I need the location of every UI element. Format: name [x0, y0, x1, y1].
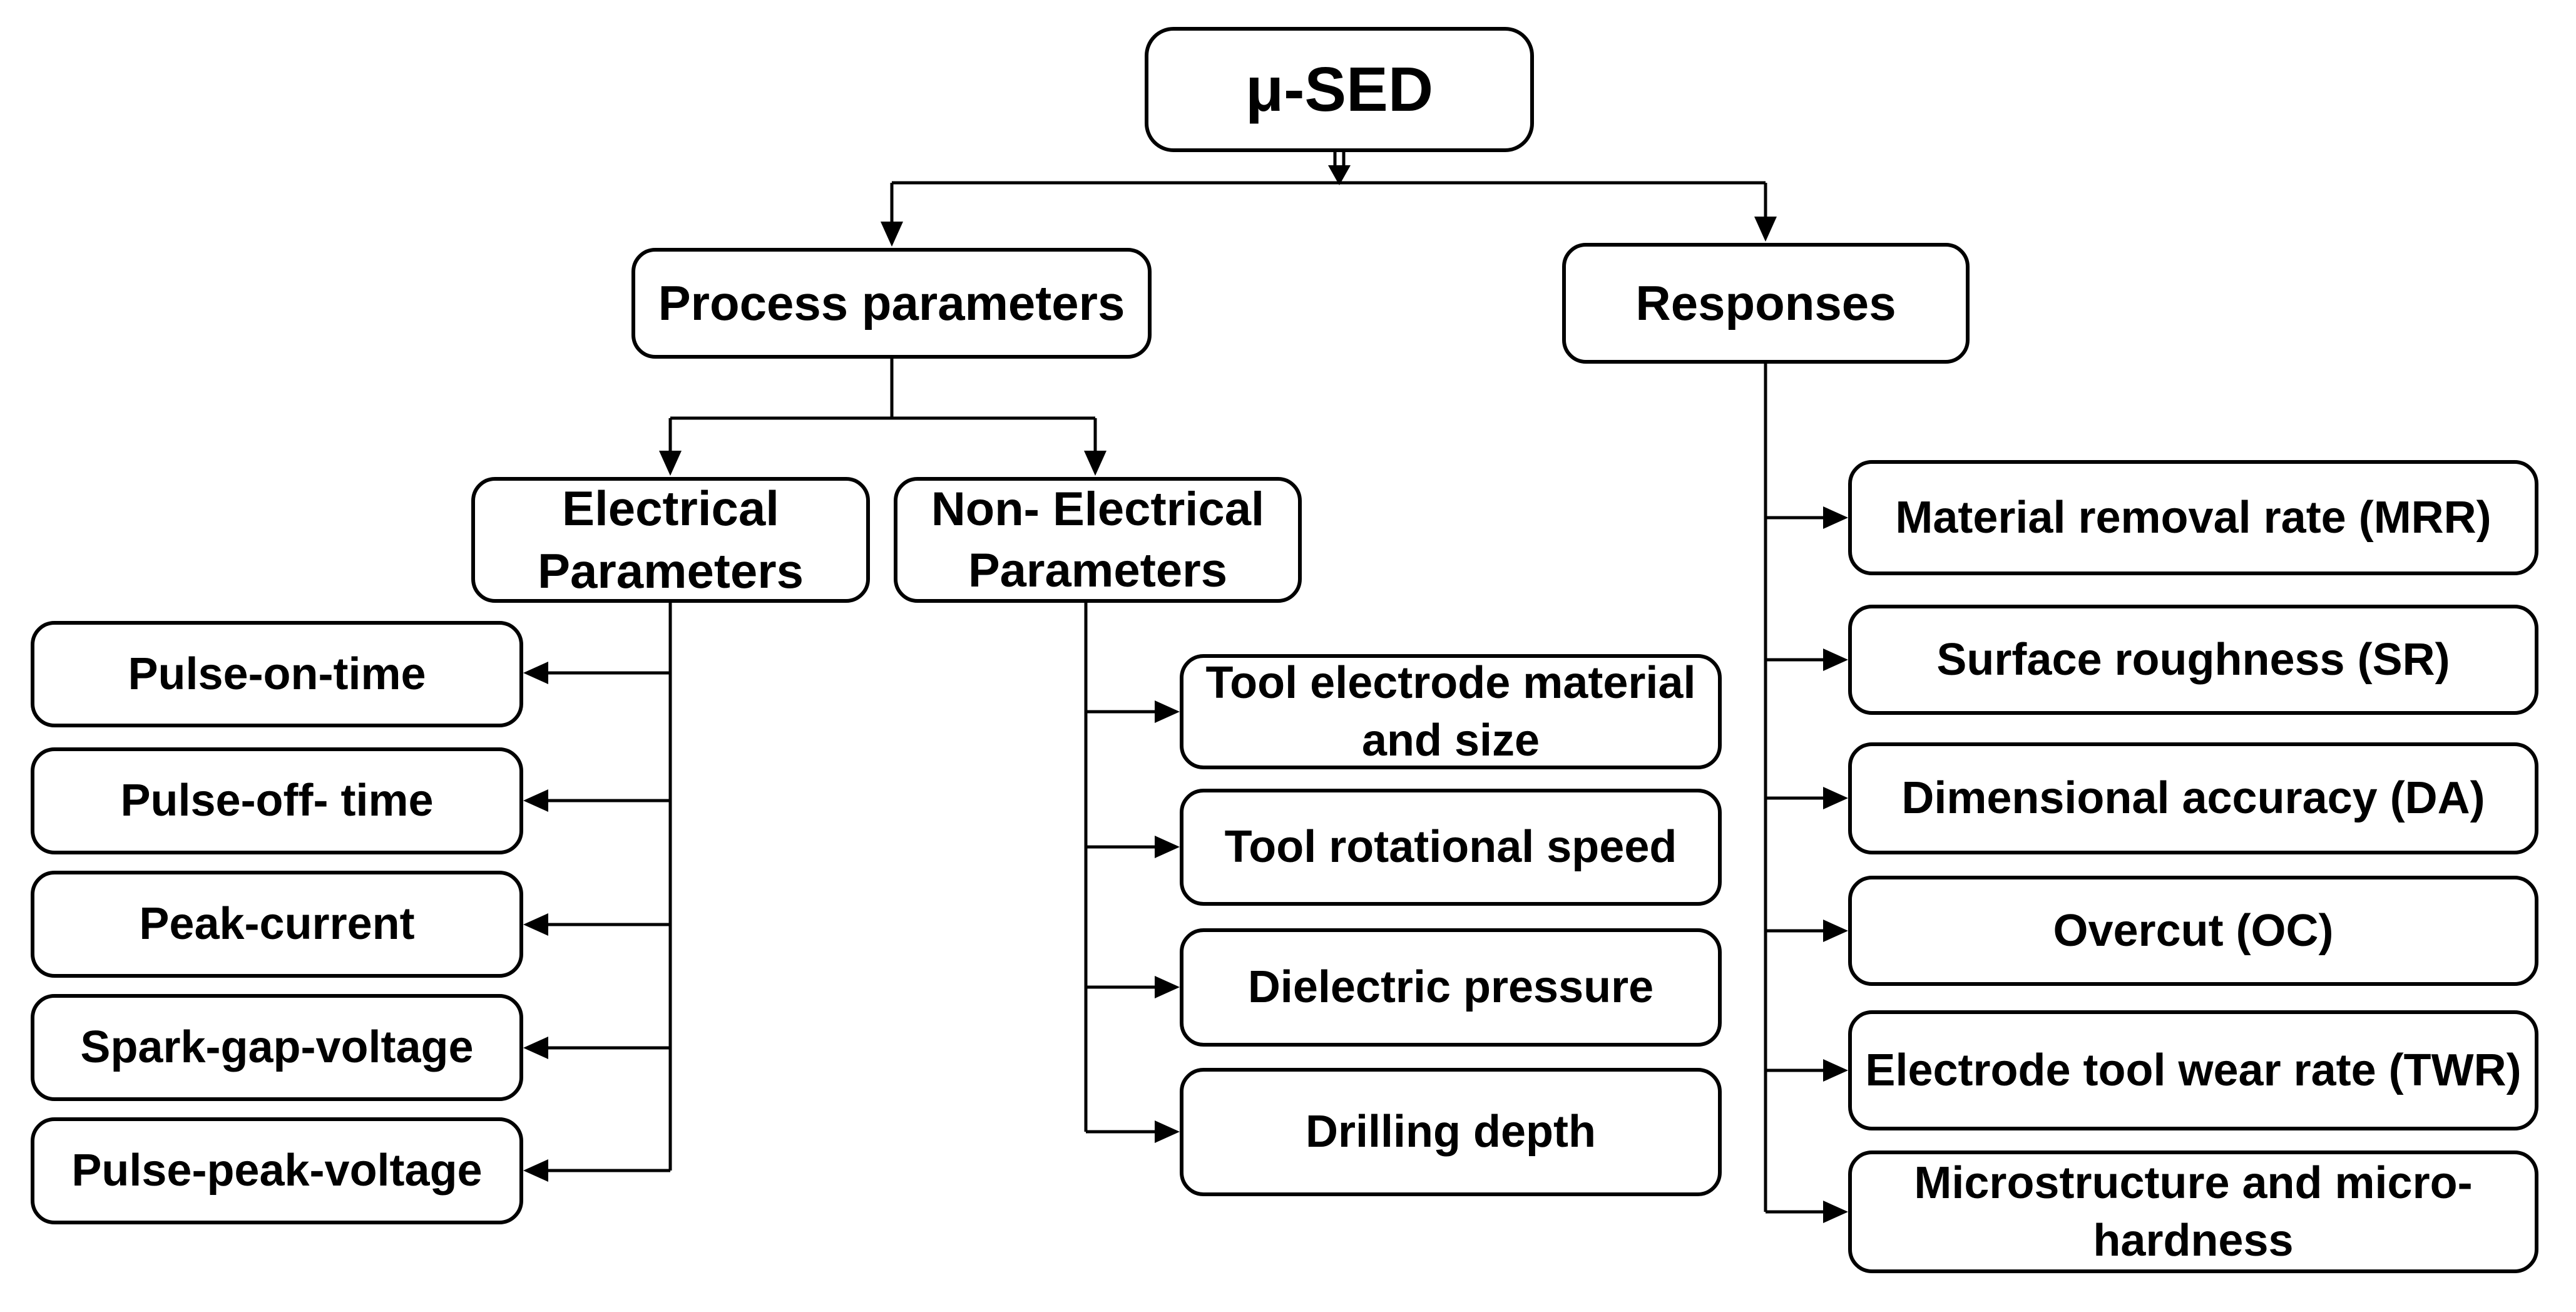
connector-non-electrical-branches: [1084, 603, 1180, 1143]
node-dimensional-accuracy: Dimensional accuracy (DA): [1848, 742, 2538, 854]
node-surface-roughness: Surface roughness (SR): [1848, 605, 2538, 715]
connector-process-split: [659, 359, 1107, 476]
node-responses-label: Responses: [1635, 275, 1896, 331]
node-electrical-parameters: Electrical Parameters: [471, 477, 870, 603]
node-microstructure-micro-hardness: Microstructure and micro-hardness: [1848, 1151, 2538, 1273]
node-overcut: Overcut (OC): [1848, 876, 2538, 986]
node-drilling-depth-label: Drilling depth: [1306, 1107, 1596, 1157]
connector-responses-branches: [1764, 364, 1848, 1223]
node-drilling-depth: Drilling depth: [1180, 1068, 1722, 1196]
node-overcut-label: Overcut (OC): [2053, 905, 2334, 956]
node-process-parameters-label: Process parameters: [658, 275, 1125, 331]
node-surface-roughness-label: Surface roughness (SR): [1936, 634, 2450, 685]
node-tool-electrode-material-label: Tool electrode material and size: [1205, 657, 1696, 766]
node-peak-current: Peak-current: [31, 871, 523, 978]
node-non-electrical-parameters-label: Non- Electrical Parameters: [931, 483, 1265, 597]
node-pulse-peak-voltage-label: Pulse-peak-voltage: [71, 1145, 483, 1196]
connector-root-to-bar: [892, 152, 1766, 185]
node-electrode-tool-wear-rate-label: Electrode tool wear rate (TWR): [1865, 1045, 2522, 1095]
connector-electrical-branches: [523, 603, 672, 1182]
node-responses: Responses: [1562, 243, 1970, 364]
node-dimensional-accuracy-label: Dimensional accuracy (DA): [1901, 773, 2485, 824]
node-pulse-peak-voltage: Pulse-peak-voltage: [31, 1117, 523, 1224]
node-root: μ-SED: [1145, 27, 1534, 152]
node-non-electrical-parameters: Non- Electrical Parameters: [894, 477, 1302, 603]
node-tool-rotational-speed: Tool rotational speed: [1180, 789, 1722, 906]
node-process-parameters: Process parameters: [631, 248, 1152, 359]
node-electrode-tool-wear-rate: Electrode tool wear rate (TWR): [1848, 1010, 2538, 1130]
node-root-label: μ-SED: [1245, 54, 1434, 125]
node-pulse-off-time: Pulse-off- time: [31, 747, 523, 854]
node-material-removal-rate-label: Material removal rate (MRR): [1895, 492, 2492, 543]
node-pulse-on-time: Pulse-on-time: [31, 621, 523, 727]
node-spark-gap-voltage-label: Spark-gap-voltage: [80, 1022, 474, 1073]
connector-bar-to-process: [881, 183, 903, 247]
node-microstructure-micro-hardness-label: Microstructure and micro-hardness: [1914, 1157, 2473, 1266]
node-dielectric-pressure: Dielectric pressure: [1180, 928, 1722, 1047]
node-material-removal-rate: Material removal rate (MRR): [1848, 460, 2538, 575]
node-pulse-on-time-label: Pulse-on-time: [128, 648, 426, 699]
node-tool-electrode-material: Tool electrode material and size: [1180, 654, 1722, 769]
connector-bar-to-responses: [1754, 183, 1777, 242]
node-dielectric-pressure-label: Dielectric pressure: [1247, 962, 1654, 1013]
node-pulse-off-time-label: Pulse-off- time: [120, 776, 434, 826]
node-electrical-parameters-label: Electrical Parameters: [538, 480, 804, 598]
node-peak-current-label: Peak-current: [139, 899, 415, 950]
node-tool-rotational-speed-label: Tool rotational speed: [1224, 822, 1677, 873]
node-spark-gap-voltage: Spark-gap-voltage: [31, 994, 523, 1101]
